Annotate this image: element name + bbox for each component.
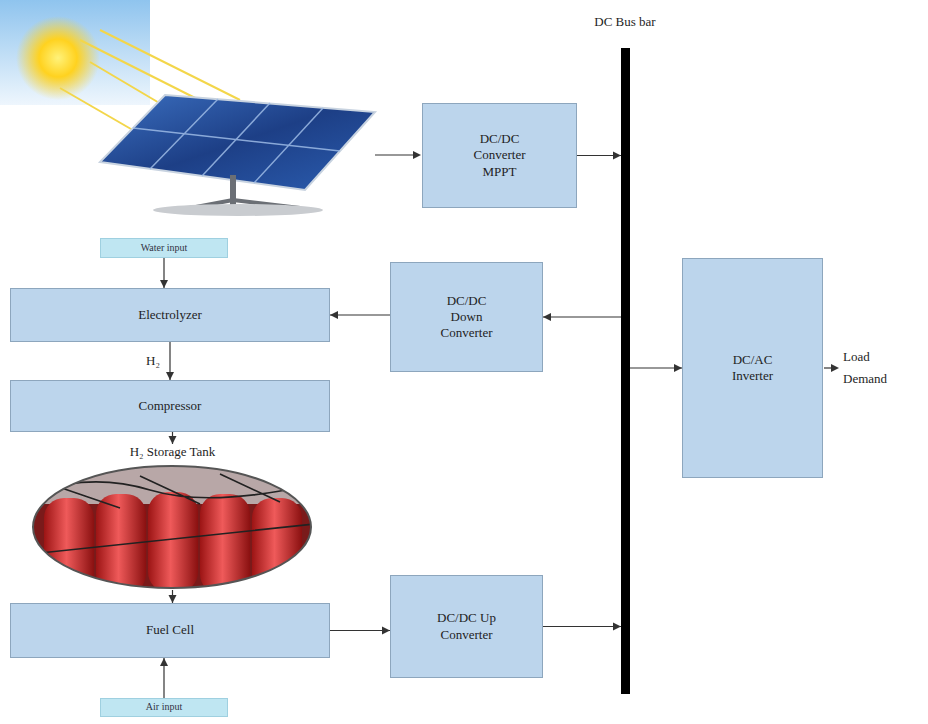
tank-picture — [30, 464, 315, 590]
process-box: Electrolyzer — [10, 288, 330, 342]
process-box: Compressor — [10, 380, 330, 432]
sun — [16, 16, 100, 100]
connector-arrow — [543, 623, 621, 631]
connector-arrow — [630, 364, 682, 372]
box-label: Air input — [146, 701, 182, 714]
converter-box: DC/DC Down Converter — [390, 262, 543, 372]
storage-tank: H₂ Storage Tank — [30, 444, 315, 590]
edge-label: H₂ — [144, 353, 162, 369]
bus-bar-line — [621, 48, 630, 694]
connector-arrow — [160, 258, 168, 288]
input-banner: Water input — [100, 238, 228, 258]
connector-arrow — [577, 152, 621, 160]
input-banner: Air input — [100, 698, 228, 717]
box-label: Electrolyzer — [138, 307, 202, 323]
connector-arrow — [166, 342, 174, 380]
inverter-box: DC/AC Inverter — [682, 258, 823, 478]
box-label: DC Bus bar — [594, 14, 655, 30]
box-label: H₂ Storage Tank — [130, 444, 216, 460]
connector-arrow — [543, 313, 621, 321]
solar-panel — [100, 95, 375, 216]
bus-bar: DC Bus bar — [575, 14, 675, 694]
box-label: Compressor — [139, 398, 202, 414]
connector-arrow — [169, 590, 177, 603]
connector-arrow — [169, 432, 177, 444]
box-label: Fuel Cell — [146, 622, 194, 638]
load-arrow — [824, 364, 839, 372]
connector-arrow — [160, 658, 168, 698]
connector-arrow — [330, 311, 390, 319]
converter-box: DC/DC Converter MPPT — [422, 103, 577, 208]
process-box: Fuel Cell — [10, 603, 330, 658]
panel-arrow — [375, 151, 421, 159]
box-label: Water input — [141, 242, 188, 255]
converter-box: DC/DC Up Converter — [390, 575, 543, 678]
box-label: DC/DC Converter MPPT — [467, 131, 533, 180]
connector-arrow — [330, 627, 390, 635]
box-label: DC/AC Inverter — [720, 352, 786, 385]
box-label: DC/DC Down Converter — [434, 293, 500, 342]
sky — [0, 0, 150, 105]
box-label: DC/DC Up Converter — [434, 610, 500, 643]
output-label: Load Demand — [843, 346, 905, 390]
